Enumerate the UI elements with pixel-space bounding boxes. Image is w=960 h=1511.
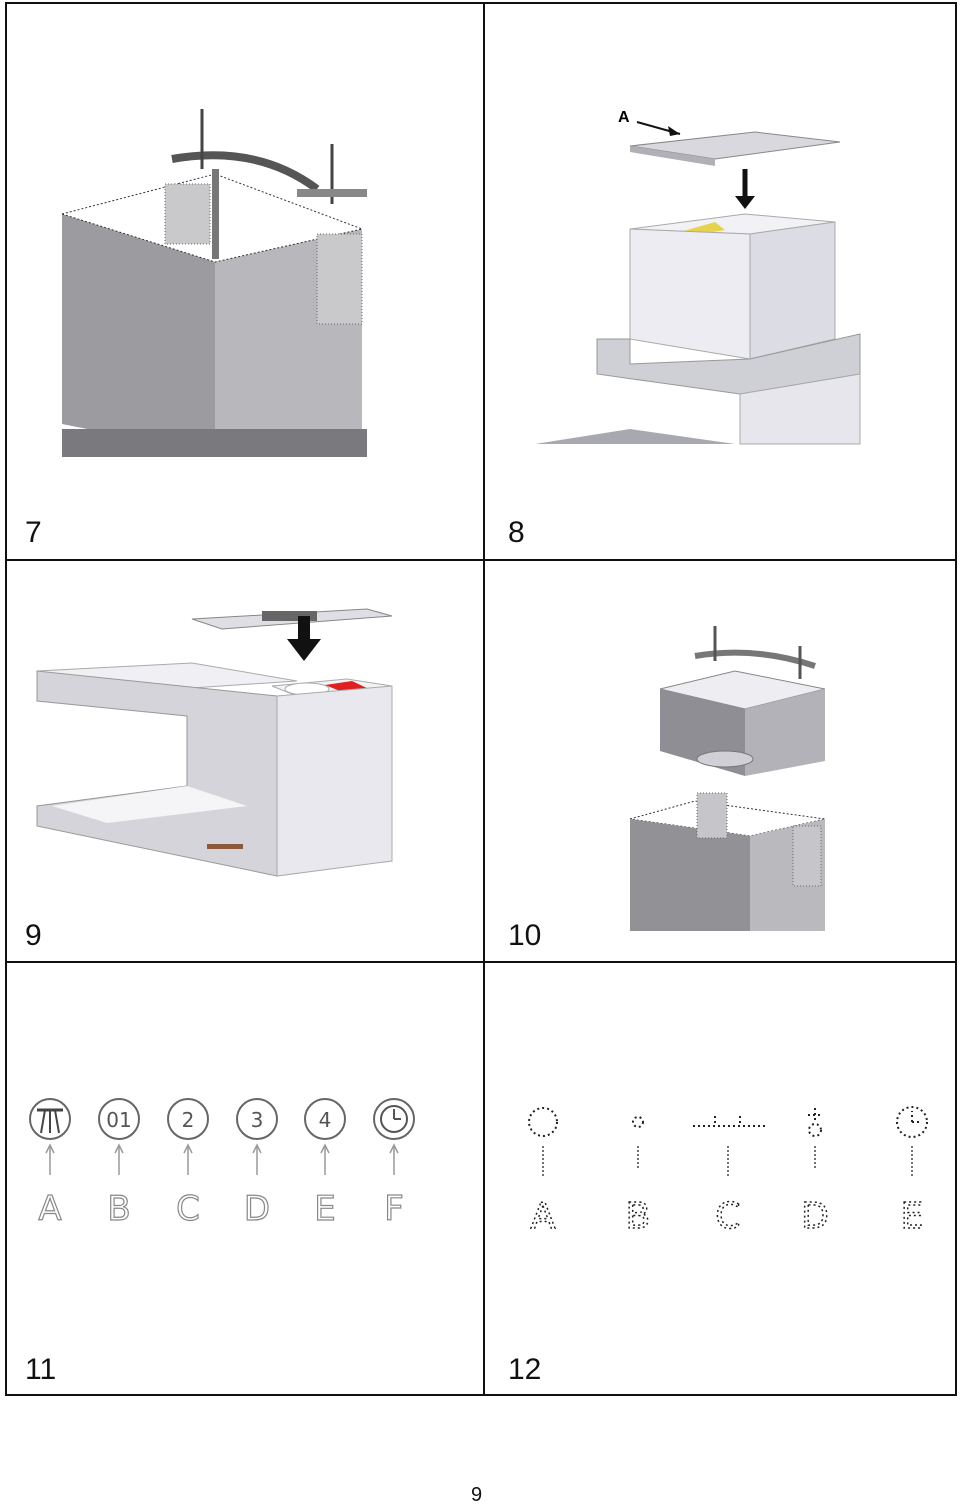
control-c: 2 [167,1098,209,1140]
figure-10-illustration [629,626,826,931]
control-f [373,1098,415,1140]
svg-text:01: 01 [106,1108,131,1132]
control-c-label: C [176,1189,200,1229]
control-a [29,1098,71,1140]
control-e: 4 [304,1098,346,1140]
control-b-label: B [107,1189,130,1229]
figure-12-control-panel: A B C D E [515,1098,935,1238]
figure-grid: 7 A 8 [5,2,957,1396]
figure-10-number: 10 [508,919,542,952]
figure-9-illustration [36,608,393,877]
fan-icon [37,1108,63,1134]
grid-divider-row1 [7,559,955,561]
figure-8-callout: A [618,109,630,126]
figure-7-illustration [60,109,367,457]
control-d-label: D [801,1196,829,1237]
figure-9-number: 9 [25,919,42,952]
control-e-label: E [901,1196,924,1237]
fan-icon [632,1116,644,1128]
control-d-label: D [244,1189,270,1229]
figure-12-controls-svg: A B C D E [528,1106,928,1238]
figure-7-number: 7 [25,516,42,549]
grid-divider-row2 [7,961,955,963]
grid-divider-vertical [483,4,485,1394]
figure-11-controls-svg: 01 2 3 4 [29,1098,415,1230]
svg-text:4: 4 [319,1108,332,1132]
control-b: 01 [98,1098,140,1140]
figure-8: A 8 [485,4,957,559]
svg-text:3: 3 [251,1108,264,1132]
figure-11-control-panel: 01 2 3 4 [27,1095,447,1235]
control-d: 3 [236,1098,278,1140]
svg-text:2: 2 [182,1108,195,1132]
timer-icon [528,1107,558,1137]
figure-12-arrows [542,1146,913,1178]
figure-12-number: 12 [508,1353,542,1386]
figure-7: 7 [7,4,483,559]
clock-icon [896,1106,928,1138]
figure-8-number: 8 [508,516,525,549]
dashes-icon [693,1116,765,1127]
plus-icon [808,1108,822,1137]
control-a-label: A [38,1189,61,1229]
page-number: 9 [471,1484,483,1506]
figure-12: A B C D E 12 [485,963,957,1396]
figure-9: 9 [7,561,483,961]
clock-icon [380,1105,408,1133]
figure-11-arrows [45,1143,399,1175]
figure-11: 01 2 3 4 [7,963,483,1396]
control-b-label: B [626,1196,651,1237]
control-a-label: A [531,1196,556,1237]
control-f-label: F [384,1189,404,1229]
figure-10: 10 [485,561,957,961]
control-c-label: C [715,1196,740,1237]
figure-11-number: 11 [25,1353,57,1386]
figure-8-illustration: A [535,109,861,445]
control-e-label: E [314,1189,335,1229]
